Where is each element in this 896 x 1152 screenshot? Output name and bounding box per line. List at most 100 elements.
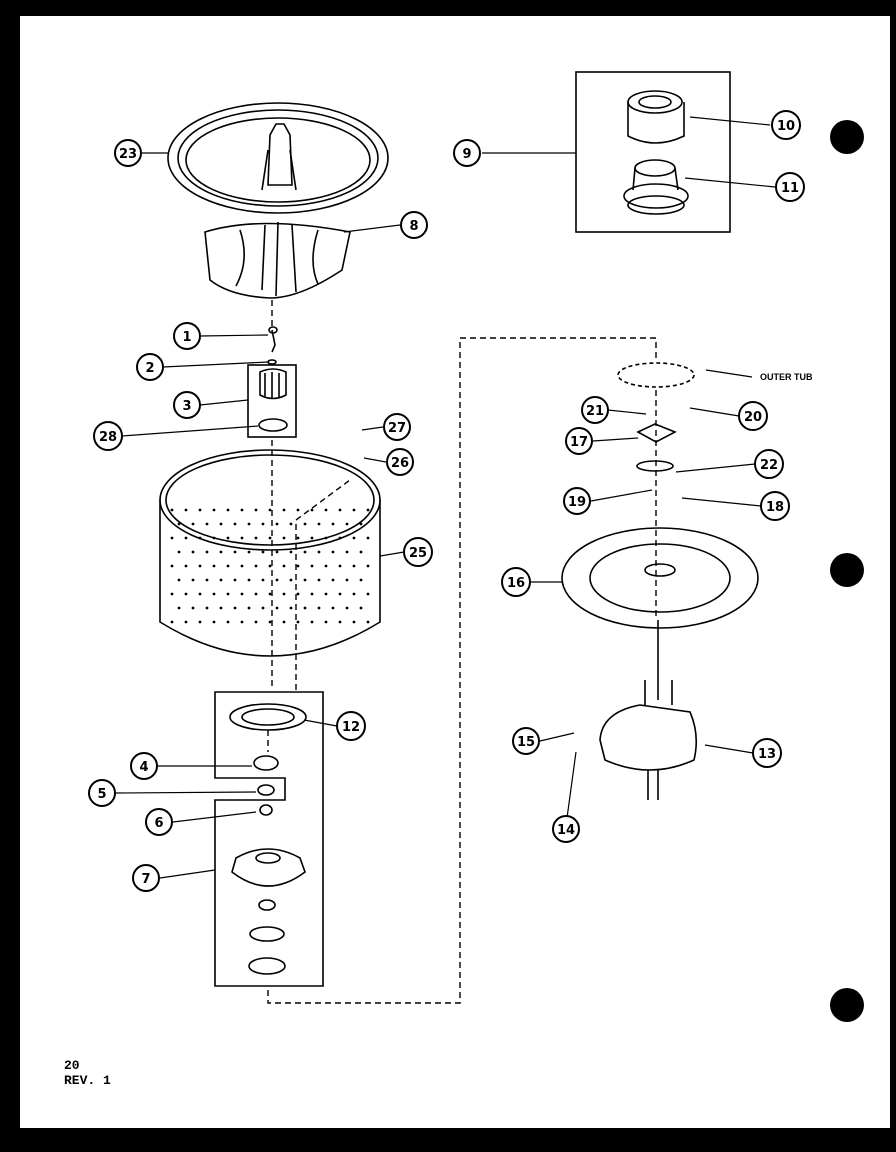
perforation-dot	[177, 578, 181, 582]
perforation-dot	[184, 536, 188, 540]
perforation-dot	[170, 564, 174, 568]
svg-text:18: 18	[766, 500, 784, 515]
svg-text:6: 6	[154, 816, 163, 831]
callout-21: 21	[581, 396, 609, 424]
perforation-dot	[170, 536, 174, 540]
perforation-dot	[205, 606, 209, 610]
callout-25: 25	[403, 537, 433, 567]
perforation-dot	[366, 620, 370, 624]
explode-lines	[267, 300, 657, 1004]
callout-11: 11	[775, 172, 805, 202]
perforation-dot	[366, 592, 370, 596]
perforation-dot	[170, 592, 174, 596]
perforation-dot	[275, 550, 279, 554]
svg-text:1: 1	[182, 330, 191, 345]
perforation-dot	[324, 508, 328, 512]
perforation-dot	[345, 550, 349, 554]
agitator-assembly	[167, 102, 389, 299]
perforation-dot	[254, 592, 258, 596]
callout-4: 4	[130, 752, 158, 780]
perforation-dot	[191, 578, 195, 582]
svg-text:28: 28	[99, 430, 117, 445]
perforation-dot	[240, 536, 244, 540]
perforation-dot	[303, 578, 307, 582]
perforation-dot	[282, 620, 286, 624]
perforation-dot	[310, 564, 314, 568]
perforation-dot	[254, 536, 258, 540]
perforation-dot	[184, 564, 188, 568]
perforation-dot	[352, 508, 356, 512]
perforation-dot	[275, 522, 279, 526]
perforation-dot	[184, 620, 188, 624]
callout-28: 28	[93, 421, 123, 451]
callout-2: 2	[136, 353, 164, 381]
svg-text:22: 22	[760, 458, 778, 473]
perforation-dot	[219, 606, 223, 610]
perforation-dot	[247, 522, 251, 526]
perforation-dot	[254, 508, 258, 512]
perforation-dot	[338, 508, 342, 512]
perforation-dot	[254, 564, 258, 568]
perforation-dot	[205, 522, 209, 526]
perforation-dot	[303, 550, 307, 554]
perforation-dot	[296, 564, 300, 568]
perforation-dot	[345, 606, 349, 610]
perforation-dot	[240, 564, 244, 568]
callout-1: 1	[173, 322, 201, 350]
callout-3: 3	[173, 391, 201, 419]
perforation-dot	[198, 536, 202, 540]
perforation-dot	[289, 606, 293, 610]
svg-text:3: 3	[182, 399, 191, 414]
perforation-dot	[233, 578, 237, 582]
perforation-dot	[191, 606, 195, 610]
perforation-dot	[275, 606, 279, 610]
perforation-dot	[338, 620, 342, 624]
leader-lines	[115, 116, 776, 879]
callout-19: 19	[563, 487, 591, 515]
perforation-dot	[352, 564, 356, 568]
perforation-dot	[170, 620, 174, 624]
perforation-dot	[240, 592, 244, 596]
perforation-dot	[317, 606, 321, 610]
perforation-dot	[177, 606, 181, 610]
perforation-dot	[233, 522, 237, 526]
callout-23: 23	[114, 139, 142, 167]
perforation-dot	[296, 592, 300, 596]
callout-14: 14	[552, 815, 580, 843]
perforation-dot	[317, 522, 321, 526]
perforation-dot	[352, 592, 356, 596]
svg-text:11: 11	[781, 181, 799, 196]
svg-text:19: 19	[568, 495, 586, 510]
perforation-dot	[331, 550, 335, 554]
perforation-dot	[219, 578, 223, 582]
svg-text:4: 4	[139, 760, 148, 775]
revision-label: REV. 1	[64, 1073, 111, 1088]
perforation-dot	[331, 522, 335, 526]
perforation-dot	[366, 564, 370, 568]
callout-16: 16	[501, 567, 531, 597]
perforation-dot	[247, 606, 251, 610]
perforation-dot	[303, 606, 307, 610]
perforation-dot	[275, 578, 279, 582]
perforation-dot	[212, 508, 216, 512]
perforation-dot	[366, 508, 370, 512]
svg-text:26: 26	[391, 456, 409, 471]
seal-kit-box	[575, 71, 731, 233]
perforation-dot	[289, 578, 293, 582]
perforation-dot	[226, 592, 230, 596]
perforation-dot	[240, 620, 244, 624]
svg-text:14: 14	[557, 823, 575, 838]
perforation-dot	[331, 606, 335, 610]
perforation-dot	[345, 522, 349, 526]
page-footer: 20 REV. 1	[64, 1058, 111, 1088]
perforation-dot	[233, 550, 237, 554]
perforation-dot	[282, 592, 286, 596]
perforation-dot	[219, 550, 223, 554]
perforation-dot	[191, 522, 195, 526]
perforation-dot	[289, 522, 293, 526]
perforation-dot	[359, 522, 363, 526]
perforation-dot	[247, 550, 251, 554]
perforation-dot	[205, 550, 209, 554]
perforation-dot	[310, 620, 314, 624]
svg-text:21: 21	[586, 404, 604, 419]
